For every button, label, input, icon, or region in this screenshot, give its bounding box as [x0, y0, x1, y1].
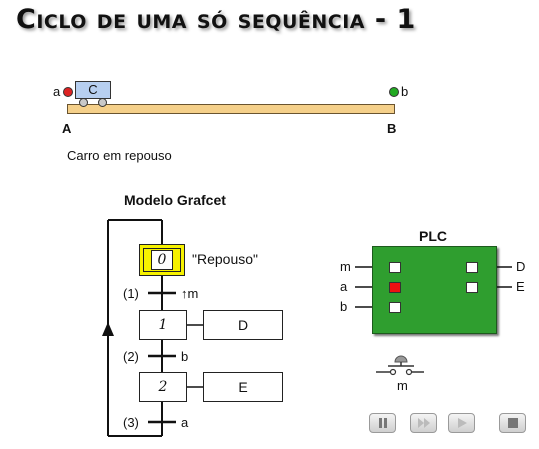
transition-2-condition: b: [181, 349, 189, 364]
transition-2-label: (2): [123, 349, 139, 364]
sensor-a-icon: [63, 87, 73, 97]
plc-input-m-indicator: [389, 262, 401, 273]
transition-1-label: (1): [123, 286, 139, 301]
plc-input-b-label: b: [340, 299, 348, 314]
grafcet-title: Modelo Grafcet: [124, 192, 226, 208]
play-icon: [457, 418, 467, 428]
pushbutton-m[interactable]: [374, 352, 426, 382]
step-0-comment: "Repouso": [192, 251, 258, 267]
action-e: E: [203, 372, 283, 402]
step-1: 1: [139, 310, 187, 340]
transition-3-condition: a: [181, 415, 189, 430]
sensor-b-icon: [389, 87, 399, 97]
plc-input-m-label: m: [340, 259, 351, 274]
plc-output-e-indicator: [466, 282, 478, 293]
plc-output-d-label: D: [516, 259, 526, 274]
sensor-b-label: b: [401, 84, 409, 99]
pause-icon: [378, 418, 387, 428]
plc-output-d-indicator: [466, 262, 478, 273]
plc-output-e-label: E: [516, 279, 525, 294]
page-title: Ciclo de uma só sequência - 1: [16, 4, 416, 35]
car-wheel-right-icon: [98, 98, 107, 107]
step-2: 2: [139, 372, 187, 402]
status-text: Carro em repouso: [67, 148, 172, 163]
car: C: [75, 81, 111, 99]
transition-3-label: (3): [123, 415, 139, 430]
sensor-a-label: a: [53, 84, 61, 99]
step-0: 0: [139, 244, 185, 276]
point-b-label: B: [387, 121, 397, 136]
step-0-number: 0: [151, 250, 173, 270]
stop-icon: [507, 418, 518, 428]
action-d: D: [203, 310, 283, 340]
pushbutton-icon: [376, 355, 424, 376]
fast-forward-button[interactable]: [410, 413, 437, 433]
stop-button[interactable]: [499, 413, 526, 433]
car-wheel-left-icon: [79, 98, 88, 107]
point-a-label: A: [62, 121, 72, 136]
plc-input-b-indicator: [389, 302, 401, 313]
track-rail: [67, 104, 395, 114]
fast-forward-icon: [417, 418, 430, 428]
play-button[interactable]: [448, 413, 475, 433]
plc-input-a-label: a: [340, 279, 348, 294]
pause-button[interactable]: [369, 413, 396, 433]
pushbutton-label: m: [397, 378, 408, 393]
plc-input-a-indicator: [389, 282, 401, 293]
plc-title: PLC: [419, 228, 447, 244]
transition-1-condition: ↑m: [181, 286, 199, 301]
